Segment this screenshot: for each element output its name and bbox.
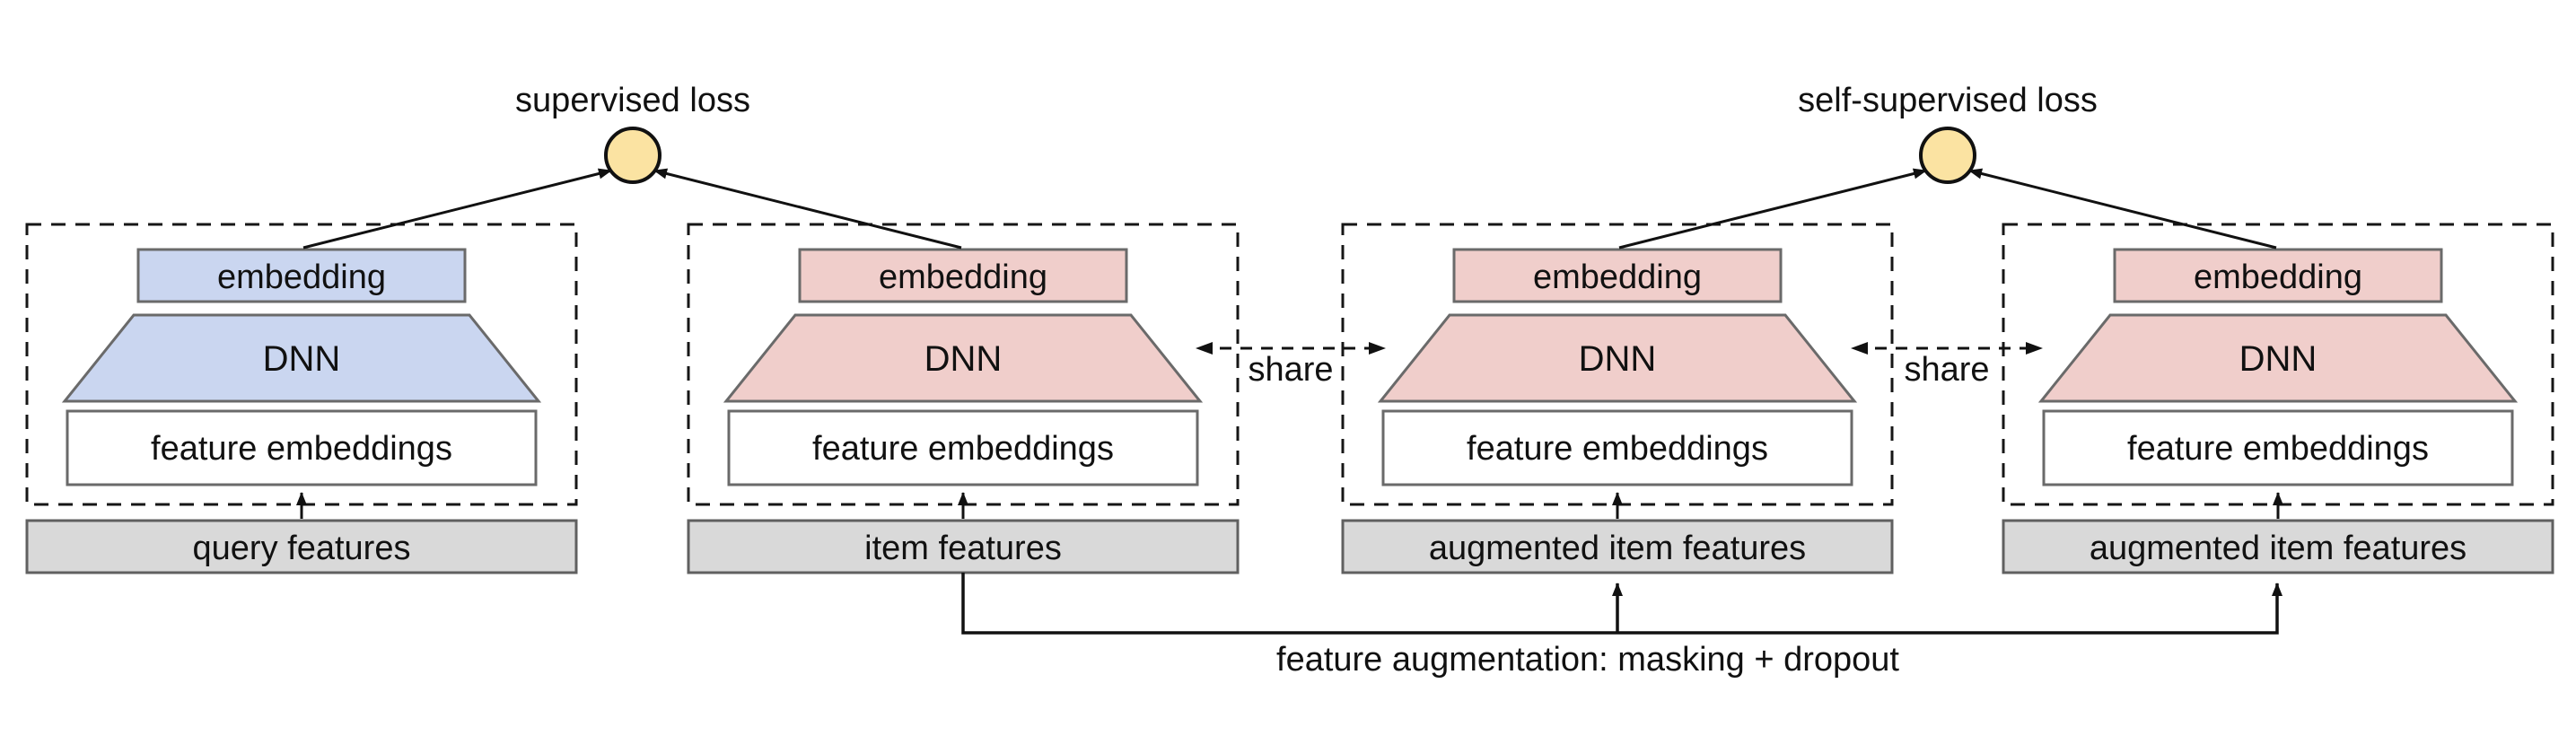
tower-augmented-item-2-embedding-label: embedding — [2194, 258, 2362, 296]
self-supervised-loss-group: self-supervised loss — [1618, 82, 2277, 250]
tower-augmented-item-2: embedding DNN feature embeddings augment… — [2002, 223, 2554, 574]
tower-augmented-item-2-input-label: augmented item features — [2090, 530, 2466, 567]
tower-augmented-item-1-input-bar — [1341, 519, 1894, 574]
tower-augmented-item-1-embedding-label: embedding — [1533, 258, 1702, 296]
feature-augmentation-line-to-augmented-2 — [961, 573, 2282, 635]
supervised-loss-group: supervised loss — [302, 82, 962, 250]
share-link-2: share — [1851, 342, 2043, 389]
tower-augmented-item-2-dnn-trapezoid — [2037, 313, 2519, 403]
tower-query-embedding-box — [136, 248, 467, 303]
tower-item-embedding-box — [798, 248, 1128, 303]
tower-augmented-item-1-feature-embeddings-box — [1381, 409, 1853, 486]
supervised-loss-node — [604, 127, 662, 184]
tower-item: embedding DNN feature embeddings item fe… — [687, 223, 1240, 574]
tower-query-input-label: query features — [193, 530, 411, 567]
tower-augmented-item-1-feature-embeddings-label: feature embeddings — [1467, 430, 1768, 468]
tower-augmented-item-2-input-bar — [2002, 519, 2554, 574]
tower-augmented-item-2-feature-embeddings-label: feature embeddings — [2127, 430, 2429, 468]
tower-augmented-item-2-embedding-box — [2113, 248, 2443, 303]
self-supervised-loss-label: self-supervised loss — [1798, 82, 2098, 119]
tower-item-feature-embeddings-box — [727, 409, 1199, 486]
self-supervised-loss-node — [1919, 127, 1976, 184]
tower-augmented-item-2-feature-embeddings-box — [2042, 409, 2514, 486]
share-link-1-left-arrowhead-icon — [1196, 342, 1213, 355]
tower-item-embedding-label: embedding — [879, 258, 1047, 296]
tower-item-dnn-label: DNN — [924, 339, 1003, 379]
tower-augmented-item-1-embedding-box — [1452, 248, 1783, 303]
tower-item-input-label: item features — [864, 530, 1062, 567]
supervised-loss-arrow-from-query — [302, 168, 612, 250]
tower-item-feature-embeddings-label: feature embeddings — [812, 430, 1114, 468]
tower-query-embedding-label: embedding — [217, 258, 386, 296]
share-link-2-right-arrowhead-icon — [2026, 342, 2043, 355]
self-supervised-loss-arrow-from-augmented-2 — [1968, 168, 2277, 250]
share-link-2-left-arrowhead-icon — [1851, 342, 1868, 355]
tower-augmented-item-2-dnn-label: DNN — [2239, 339, 2318, 379]
tower-augmented-item-1-input-label: augmented item features — [1429, 530, 1806, 567]
tower-query-feature-embeddings-label: feature embeddings — [151, 430, 452, 468]
supervised-loss-arrow-from-item — [653, 168, 962, 250]
tower-augmented-item-1-dnn-label: DNN — [1579, 339, 1657, 379]
tower-item-dnn-trapezoid — [723, 313, 1204, 403]
share-link-1-right-arrowhead-icon — [1369, 342, 1386, 355]
tower-query-input-bar — [25, 519, 578, 574]
tower-augmented-item-1-dnn-trapezoid — [1377, 313, 1858, 403]
self-supervised-loss-arrow-from-augmented-1 — [1618, 168, 1927, 250]
tower-query-feature-embeddings-box — [66, 409, 538, 486]
share-link-1: share — [1196, 342, 1386, 389]
tower-query-dnn-trapezoid — [61, 313, 542, 403]
tower-query: embedding DNN feature embeddings query f… — [25, 223, 578, 574]
tower-query-dnn-label: DNN — [263, 339, 341, 379]
supervised-loss-label: supervised loss — [515, 82, 750, 119]
tower-item-input-bar — [687, 519, 1240, 574]
feature-augmentation-label: feature augmentation: masking + dropout — [1276, 641, 1899, 679]
share-link-1-label: share — [1248, 351, 1333, 389]
feature-augmentation-group: feature augmentation: masking + dropout — [961, 573, 2282, 679]
share-link-2-label: share — [1904, 351, 1989, 389]
tower-augmented-item-1: embedding DNN feature embeddings augment… — [1341, 223, 1894, 574]
